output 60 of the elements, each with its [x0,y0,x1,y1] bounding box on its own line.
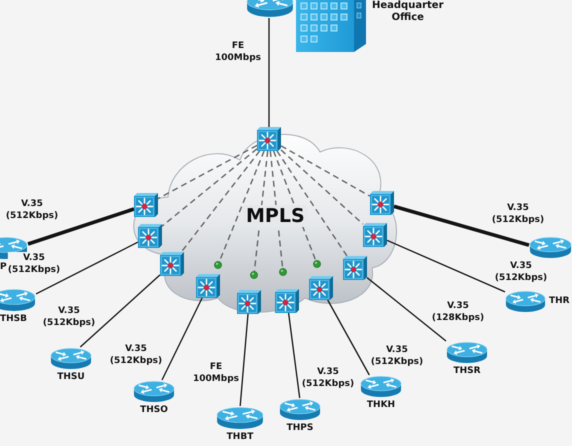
cloud-label: MPLS [243,205,308,227]
router-label: THSB [0,314,28,325]
link-line [268,18,270,127]
link-label: V.35 (512Kbps) [492,202,544,226]
link-label: V.35 (512Kbps) [42,305,96,329]
dashed-link-line [254,150,268,272]
link-label: V.35 (512Kbps) [302,366,354,390]
site-label: Headquarter Office [372,0,444,24]
link-label: V.35 (512Kbps) [8,252,60,276]
link-label: FE 100Mbps [215,40,261,64]
switch-icon [370,191,394,215]
router-icon [246,0,294,18]
dot-icon [250,271,258,279]
dashed-link-line [272,150,316,260]
link-label: V.35 (512Kbps) [494,260,548,284]
dashed-link-line [162,148,258,227]
dashed-link-line [218,150,265,262]
dashed-link-line [280,149,364,225]
link-line [240,314,249,406]
router-icon [529,236,572,259]
link-label: FE 100Mbps [193,361,239,385]
dot-icon [313,260,321,268]
dot-icon [279,268,287,276]
link-line [386,240,506,292]
switch-icon [160,252,184,276]
router-label: P [0,262,7,273]
switch-icon [138,224,162,248]
dashed-link-line [158,144,258,200]
link-line [327,300,370,376]
switch-icon [196,274,220,298]
dashed-link-line [180,150,260,252]
router-label: THSO [140,405,168,416]
link-line [288,312,300,398]
switch-icon [309,276,333,300]
link-line [366,277,446,342]
switch-icon [237,290,261,314]
link-line [394,204,530,247]
link-label: V.35 (512Kbps) [110,343,162,367]
dashed-link-line [280,145,370,197]
router-label: THKH [366,400,396,411]
switch-icon [343,256,367,280]
router-label: THSU [57,372,85,383]
link-label: V.35 (128Kbps) [432,300,484,324]
switch-icon [275,289,299,313]
link-line [27,207,135,246]
link-label: V.35 (512Kbps) [6,198,58,222]
link-label: V.35 (512Kbps) [370,344,424,368]
switch-icon [134,193,158,217]
dashed-link-line [270,150,284,268]
dashed-link-line [276,150,348,256]
router-label: THBT [226,432,254,443]
router-label: THR [549,296,570,307]
dot-icon [214,261,222,269]
link-line [80,274,160,348]
switch-icon [257,127,281,151]
link-line [161,298,203,380]
router-label: THPS [286,423,314,434]
switch-icon [363,223,387,247]
router-label: THSR [453,366,481,377]
link-line [36,242,138,294]
